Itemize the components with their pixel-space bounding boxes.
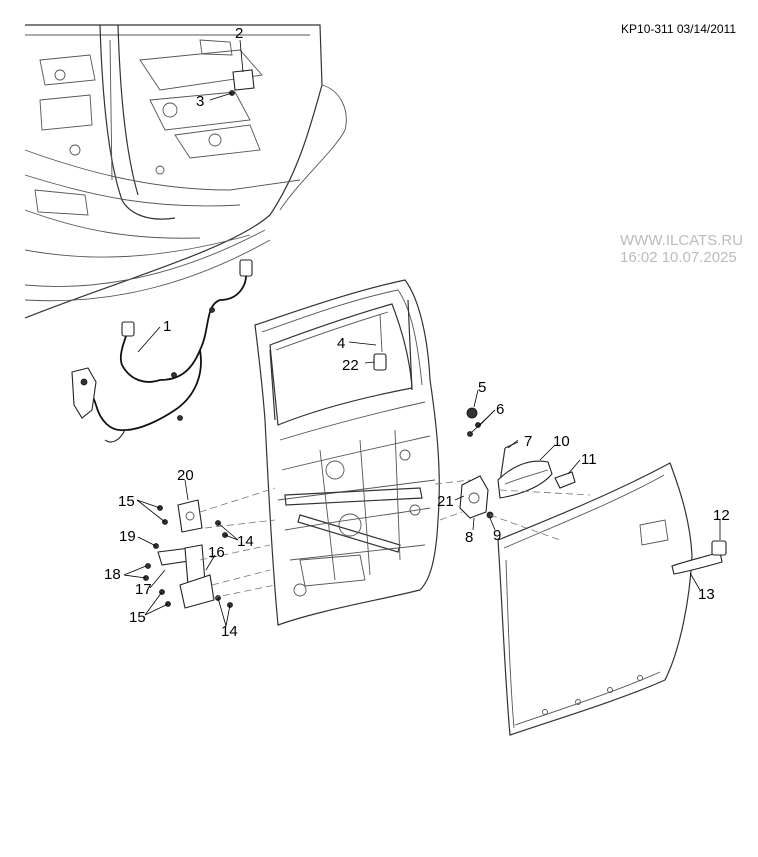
leader-lines bbox=[123, 39, 721, 627]
callout-3[interactable]: 3 bbox=[196, 93, 205, 110]
callout-9[interactable]: 9 bbox=[493, 527, 502, 544]
callout-15-upper[interactable]: 15 bbox=[118, 493, 135, 510]
lock-parts bbox=[459, 407, 576, 519]
callout-14-upper[interactable]: 14 bbox=[237, 533, 254, 550]
door-outer-panel bbox=[497, 462, 727, 736]
callout-14-lower[interactable]: 14 bbox=[221, 623, 238, 640]
callout-7[interactable]: 7 bbox=[524, 433, 533, 450]
watermark-site: WWW.ILCATS.RU bbox=[620, 232, 744, 249]
callout-11[interactable]: 11 bbox=[581, 451, 597, 468]
wiring-harness bbox=[71, 259, 253, 443]
callout-17[interactable]: 17 bbox=[135, 581, 152, 598]
callout-19[interactable]: 19 bbox=[119, 528, 136, 545]
callout-22[interactable]: 22 bbox=[342, 357, 359, 374]
callout-15-lower[interactable]: 15 bbox=[129, 609, 146, 626]
door-inner-frame bbox=[254, 279, 440, 626]
callout-1[interactable]: 1 bbox=[163, 318, 172, 335]
callout-6[interactable]: 6 bbox=[496, 401, 505, 418]
drawing-code: KP10-311 03/14/2011 bbox=[621, 22, 736, 36]
callout-2[interactable]: 2 bbox=[235, 25, 244, 42]
hinge-parts bbox=[143, 479, 591, 609]
watermark: WWW.ILCATS.RU 16:02 10.07.2025 bbox=[620, 232, 743, 266]
callout-4[interactable]: 4 bbox=[337, 335, 346, 352]
watermark-timestamp: 16:02 10.07.2025 bbox=[620, 249, 737, 266]
callout-5[interactable]: 5 bbox=[478, 379, 487, 396]
callout-13[interactable]: 13 bbox=[698, 586, 715, 603]
body-structure bbox=[24, 24, 347, 319]
callout-18[interactable]: 18 bbox=[104, 566, 121, 583]
callout-16[interactable]: 16 bbox=[208, 544, 225, 561]
callout-8[interactable]: 8 bbox=[465, 529, 474, 546]
callout-10[interactable]: 10 bbox=[553, 433, 570, 450]
callout-12[interactable]: 12 bbox=[713, 507, 730, 524]
callout-20[interactable]: 20 bbox=[177, 467, 194, 484]
callout-21[interactable]: 21 bbox=[437, 493, 454, 510]
